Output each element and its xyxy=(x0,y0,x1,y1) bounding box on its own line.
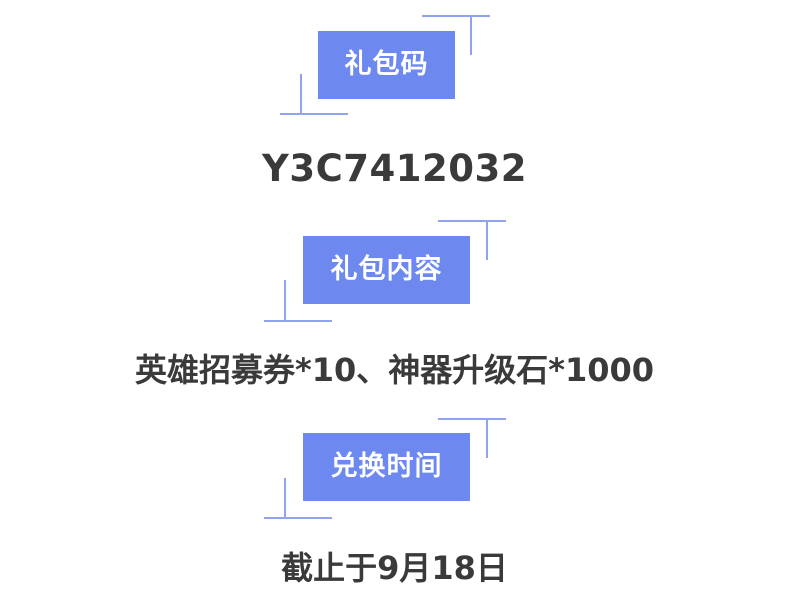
redeem-time-label: 兑换时间 xyxy=(303,433,470,501)
corner-line-top-vertical xyxy=(470,15,472,55)
corner-line-top-vertical xyxy=(486,220,488,260)
corner-line-bottom-vertical xyxy=(284,280,286,320)
corner-line-top-horizontal xyxy=(438,220,506,222)
corner-line-bottom-horizontal xyxy=(280,113,348,115)
redeem-time-value: 截止于9月18日 xyxy=(281,549,508,587)
corner-line-bottom-horizontal xyxy=(264,517,332,519)
gift-code-value: Y3C7412032 xyxy=(262,147,527,190)
corner-line-bottom-horizontal xyxy=(264,320,332,322)
corner-line-top-horizontal xyxy=(438,418,506,420)
corner-line-bottom-vertical xyxy=(300,74,302,114)
corner-line-top-vertical xyxy=(486,418,488,458)
gift-code-label: 礼包码 xyxy=(318,31,455,99)
corner-line-top-horizontal xyxy=(422,15,490,17)
corner-line-bottom-vertical xyxy=(284,478,286,518)
gift-content-label: 礼包内容 xyxy=(303,236,470,304)
gift-content-value: 英雄招募券*10、神器升级石*1000 xyxy=(134,351,655,389)
